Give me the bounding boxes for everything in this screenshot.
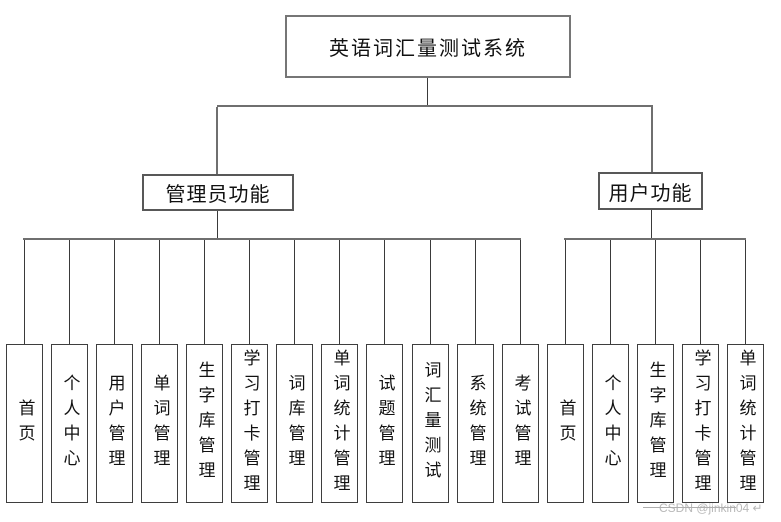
connector-leaf-drop (23, 240, 25, 344)
tree-leaf-node: 单词统计管理 (726, 344, 764, 503)
leaf-label: 系统管理 (465, 373, 486, 474)
tree-leaf-node: 个人中心 (50, 344, 88, 503)
leaf-label: 生字库管理 (645, 361, 666, 486)
connector-leaf-drop (113, 240, 115, 344)
tree-leaf-node: 用户管理 (95, 344, 133, 503)
connector-leaf-drop (68, 240, 70, 344)
tree-leaf-node: 系统管理 (456, 344, 494, 503)
tree-leaf-node: 单词管理 (140, 344, 178, 503)
connector-root-drop (427, 78, 428, 107)
connector-leaf-drop (248, 240, 250, 344)
connector-leaf-drop (609, 240, 611, 344)
connector-admin-rail (23, 238, 521, 240)
leaf-label: 词汇量测试 (420, 361, 441, 486)
tree-leaf-node: 试题管理 (365, 344, 403, 503)
tree-leaf-node: 考试管理 (501, 344, 539, 503)
tree-leaf-node: 词汇量测试 (411, 344, 449, 503)
watermark-strike-line (643, 507, 736, 508)
tree-leaf-node: 首页 (546, 344, 584, 503)
leaf-label: 单词管理 (149, 373, 170, 474)
connector-leaf-drop (699, 240, 701, 344)
connector-leaf-drop (429, 240, 431, 344)
connector-leaf-drop (158, 240, 160, 344)
tree-leaf-node: 词库管理 (275, 344, 313, 503)
leaf-label: 首页 (555, 398, 576, 449)
admin-branch-label: 管理员功能 (165, 182, 271, 206)
leaf-label: 生字库管理 (194, 361, 215, 486)
connector-leaf-drop (203, 240, 205, 344)
leaf-label: 单词统计管理 (329, 348, 350, 499)
root-node-label: 英语词汇量测试系统 (329, 36, 527, 60)
leaf-label: 学习打卡管理 (239, 348, 260, 499)
leaf-label: 首页 (14, 398, 35, 449)
csdn-watermark: CSDN @jinkin04 ↵ (659, 501, 763, 515)
connector-admin-rail-drop (216, 211, 218, 239)
tree-leaf-node: 首页 (5, 344, 43, 503)
leaf-label: 考试管理 (510, 373, 531, 474)
connector-admin-branch-drop (216, 107, 218, 174)
leaf-label: 用户管理 (104, 373, 125, 474)
tree-leaf-node: 单词统计管理 (320, 344, 358, 503)
tree-leaf-node: 学习打卡管理 (230, 344, 268, 503)
connector-user-branch-drop (651, 107, 653, 172)
connector-leaf-drop (293, 240, 295, 344)
connector-leaf-drop (654, 240, 656, 344)
connector-leaf-drop (338, 240, 340, 344)
leaf-label: 单词统计管理 (735, 348, 756, 499)
connector-leaf-drop (474, 240, 476, 344)
tree-leaf-node: 生字库管理 (636, 344, 674, 503)
user-branch-label: 用户功能 (608, 180, 693, 205)
tree-leaf-node: 生字库管理 (185, 344, 223, 503)
admin-branch-node: 管理员功能 (142, 174, 294, 211)
connector-level1-rail (217, 105, 653, 107)
leaf-label: 个人中心 (600, 373, 621, 474)
root-node: 英语词汇量测试系统 (285, 15, 571, 78)
leaf-label: 个人中心 (59, 373, 80, 474)
tree-leaf-node: 个人中心 (591, 344, 629, 503)
connector-user-rail-drop (650, 210, 652, 239)
connector-leaf-drop (564, 240, 566, 344)
connector-leaf-drop (744, 240, 746, 344)
leaf-label: 词库管理 (284, 373, 305, 474)
user-branch-node: 用户功能 (598, 172, 703, 210)
leaf-label: 学习打卡管理 (690, 348, 711, 499)
tree-leaf-node: 学习打卡管理 (681, 344, 719, 503)
connector-user-rail (564, 238, 746, 240)
leaf-label: 试题管理 (374, 373, 395, 474)
connector-leaf-drop (519, 240, 521, 344)
connector-leaf-drop (383, 240, 385, 344)
